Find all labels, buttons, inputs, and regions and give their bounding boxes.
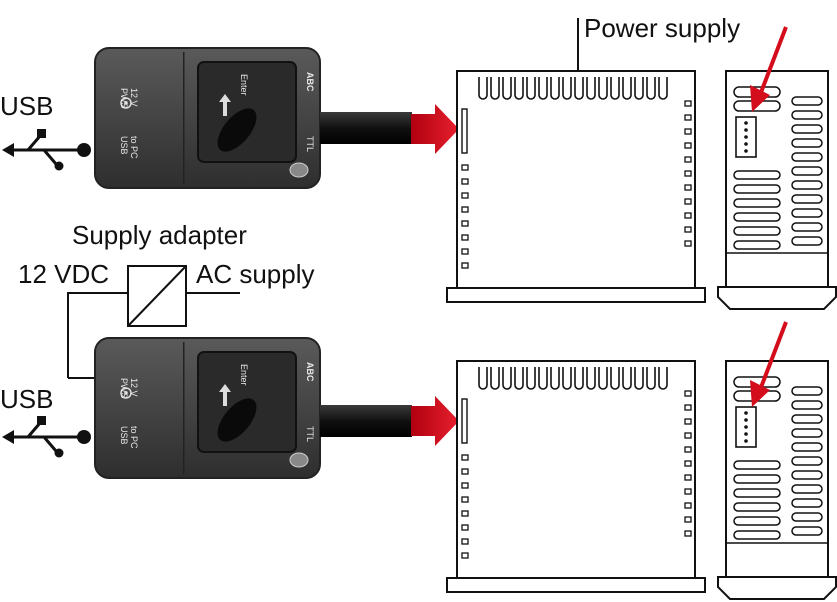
usb-port-label: USB [119,426,129,445]
to-pc-label: to PC [129,136,139,159]
red-pointer-arrow-bottom [750,321,788,407]
supply-adapter-label: Supply adapter [72,220,247,250]
to-pc-label: to PC [129,426,139,449]
usb-label-top: USB [0,91,53,121]
bottom-row: USB PWS 12 V USB to PC Enter ABC TTL [0,321,837,600]
dc-voltage-label: 12 VDC [18,259,109,289]
ttl-label: TTL [305,136,315,152]
voltage-label: 12 V [129,88,139,107]
power-supply-front-top [446,70,706,303]
ac-supply-label: AC supply [196,259,315,289]
power-supply-side-bottom [717,360,837,600]
abc-label: ABC [305,362,315,382]
usb-port-label: USB [119,136,129,155]
pws-label: PWS [119,88,129,109]
power-supply-label: Power supply [584,13,740,43]
interface-device-top: PWS 12 V USB to PC Enter ABC TTL [94,47,321,189]
usb-label-bottom: USB [0,384,53,414]
voltage-label: 12 V [129,378,139,397]
enter-label: Enter [239,74,249,96]
supply-adapter: Supply adapter 12 VDC AC supply [18,220,315,379]
pws-label: PWS [119,378,129,399]
top-row: Power supply USB PWS 12 V USB to PC Ente… [0,13,837,310]
power-supply-side-top [717,70,837,310]
ttl-label: TTL [305,426,315,442]
red-arrow-icon [411,104,459,154]
red-arrow-icon [411,396,459,446]
power-supply-front-bottom [446,360,706,593]
usb-icon [0,127,93,172]
abc-label: ABC [305,72,315,92]
cable-top [320,112,412,144]
red-pointer-arrow-top [750,26,788,112]
usb-icon [0,414,93,459]
enter-label: Enter [239,364,249,386]
interface-device-bottom: PWS 12 V USB to PC Enter ABC TTL [94,337,321,479]
cable-bottom [320,405,412,437]
